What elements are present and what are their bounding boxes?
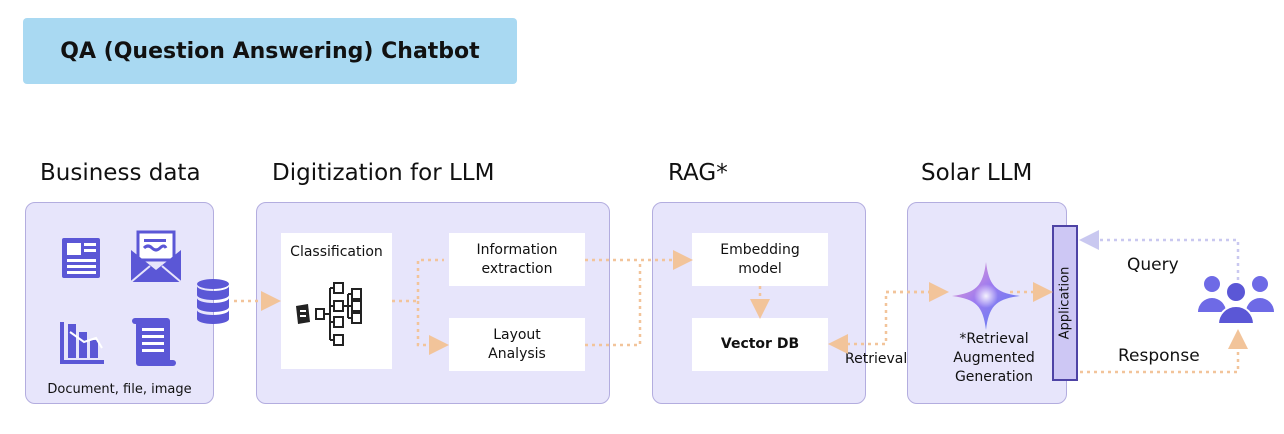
heading-digitization: Digitization for LLM: [272, 160, 495, 186]
information-extraction-card: Information extraction: [449, 233, 585, 286]
business-data-panel: [25, 202, 214, 404]
database-icon: [197, 279, 229, 324]
sparkle-icon: [952, 262, 1020, 330]
arrow-query: [1079, 230, 1240, 280]
rag-footnote: *Retrieval Augmented Generation: [953, 331, 1035, 385]
application-bar: Application: [1052, 225, 1078, 381]
classification-label: Classification: [290, 244, 383, 260]
users-icon: [1198, 276, 1274, 325]
embedding-model-label: Embedding model: [720, 241, 800, 277]
response-label: Response: [1118, 346, 1200, 366]
arrow-layout-to-embedding: [585, 260, 642, 347]
heading-business-data: Business data: [40, 160, 201, 186]
title-banner: QA (Question Answering) Chatbot: [23, 18, 517, 84]
embedding-model-card: Embedding model: [692, 233, 828, 286]
information-extraction-label: Information extraction: [476, 241, 558, 277]
arrow-retrieval: [828, 290, 945, 354]
query-label: Query: [1127, 255, 1179, 275]
newspaper-icon: [62, 238, 100, 278]
vector-db-label: Vector DB: [720, 336, 800, 353]
layout-analysis-label: Layout Analysis: [488, 326, 546, 362]
document-tree-icon: [296, 282, 362, 346]
vector-db-card: Vector DB: [692, 318, 828, 371]
envelope-icon: [130, 230, 182, 283]
scroll-icon: [132, 318, 176, 366]
retrieval-label: Retrieval: [845, 351, 908, 367]
bar-chart-icon: [60, 322, 104, 364]
arrow-classification-fork: [392, 258, 444, 345]
arrow-response: [1080, 329, 1248, 374]
business-data-caption: Document, file, image: [47, 382, 192, 397]
heading-rag: RAG*: [668, 160, 728, 186]
layout-analysis-card: Layout Analysis: [449, 318, 585, 371]
diagram-title: QA (Question Answering) Chatbot: [60, 38, 480, 64]
heading-solar-llm: Solar LLM: [921, 160, 1033, 186]
